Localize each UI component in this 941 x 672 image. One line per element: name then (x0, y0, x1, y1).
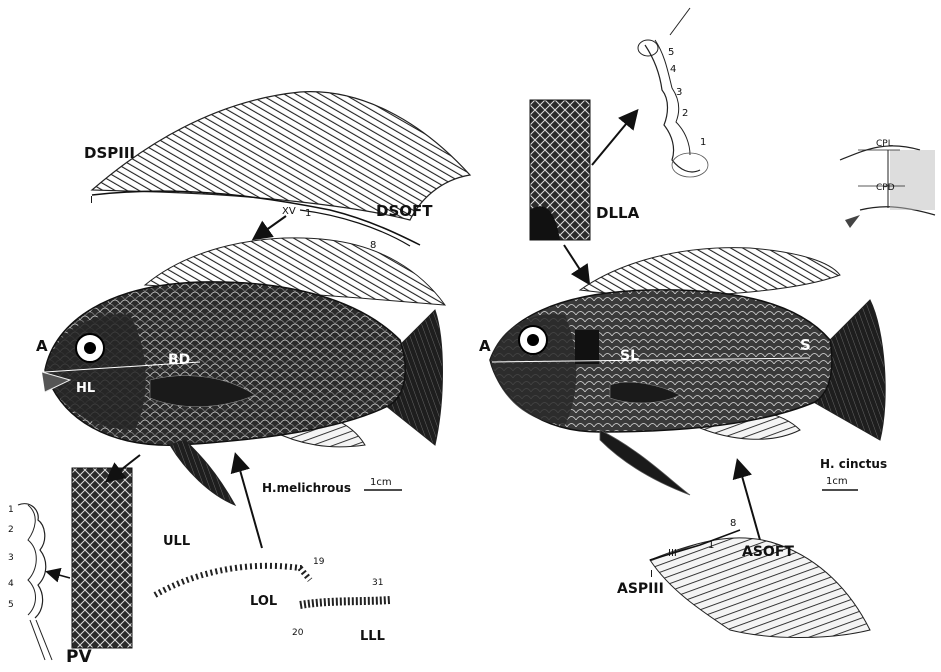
label-lll: LLL (360, 629, 385, 644)
arrow-dlla (592, 112, 636, 165)
pv-num-4: 4 (8, 579, 14, 589)
label-cpl: CPL (876, 139, 893, 149)
pv-num-1: 1 (8, 505, 14, 515)
label-asoft-end: 8 (730, 518, 736, 529)
pv-scale-column (18, 504, 52, 660)
label-a-right: A (479, 337, 491, 355)
label-lll-start: 20 (292, 628, 304, 638)
label-asoft-start: 1 (708, 540, 714, 551)
arrow-pv (48, 572, 70, 578)
species-label-right: H. cinctus (820, 457, 887, 471)
label-dsp-end: XV (282, 206, 296, 217)
scale-label-left: 1cm (370, 477, 392, 488)
dlla-num-3: 3 (676, 87, 682, 98)
pv-num-3: 3 (8, 553, 14, 563)
label-lol: LOL (250, 594, 277, 609)
pv-num-2: 2 (8, 525, 14, 535)
dorsal-fin-detail (92, 92, 470, 246)
label-lll-end: 31 (372, 578, 383, 588)
lateral-line-lower (300, 600, 390, 605)
dlla-scale-column (638, 8, 708, 177)
label-dsp-start: I (90, 195, 93, 206)
label-asp-mid: III (668, 548, 677, 559)
label-bd: BD (168, 352, 190, 368)
dlla-num-5: 5 (668, 47, 674, 58)
label-dsoft: DSOFT (376, 202, 433, 220)
dlla-num-2: 2 (682, 108, 688, 119)
dlla-num-1: 1 (700, 137, 706, 148)
dlla-num-4: 4 (670, 64, 676, 75)
lateral-line-upper (155, 566, 310, 595)
label-ull: ULL (163, 534, 190, 549)
pv-num-5: 5 (8, 600, 14, 610)
pv-scale-patch (72, 468, 132, 648)
label-asoft: ASOFT (742, 544, 794, 560)
arrow-anal-fin (738, 462, 760, 540)
label-sl: SL (620, 348, 639, 364)
label-pv: PV (66, 647, 92, 667)
label-asp-start: I (650, 569, 653, 580)
scale-label-right: 1cm (826, 476, 848, 487)
label-s: S (800, 336, 811, 354)
label-lol-end: 19 (313, 557, 325, 567)
arrow-dlla-to-fish (564, 245, 588, 282)
label-dsoft-start: 1 (305, 208, 311, 219)
arrow-dorsal-to-fish (255, 216, 286, 238)
label-dlla: DLLA (596, 204, 640, 222)
label-cpd: CPD (876, 183, 895, 193)
label-dspiii: DSPIII (84, 144, 135, 162)
left-fish (42, 238, 445, 505)
label-a-left: A (36, 337, 48, 355)
arrow-lateral-line (236, 456, 262, 548)
species-label-left: H.melichrous (262, 481, 351, 495)
label-aspiii: ASPIII (617, 581, 664, 597)
label-hl: HL (76, 381, 95, 396)
